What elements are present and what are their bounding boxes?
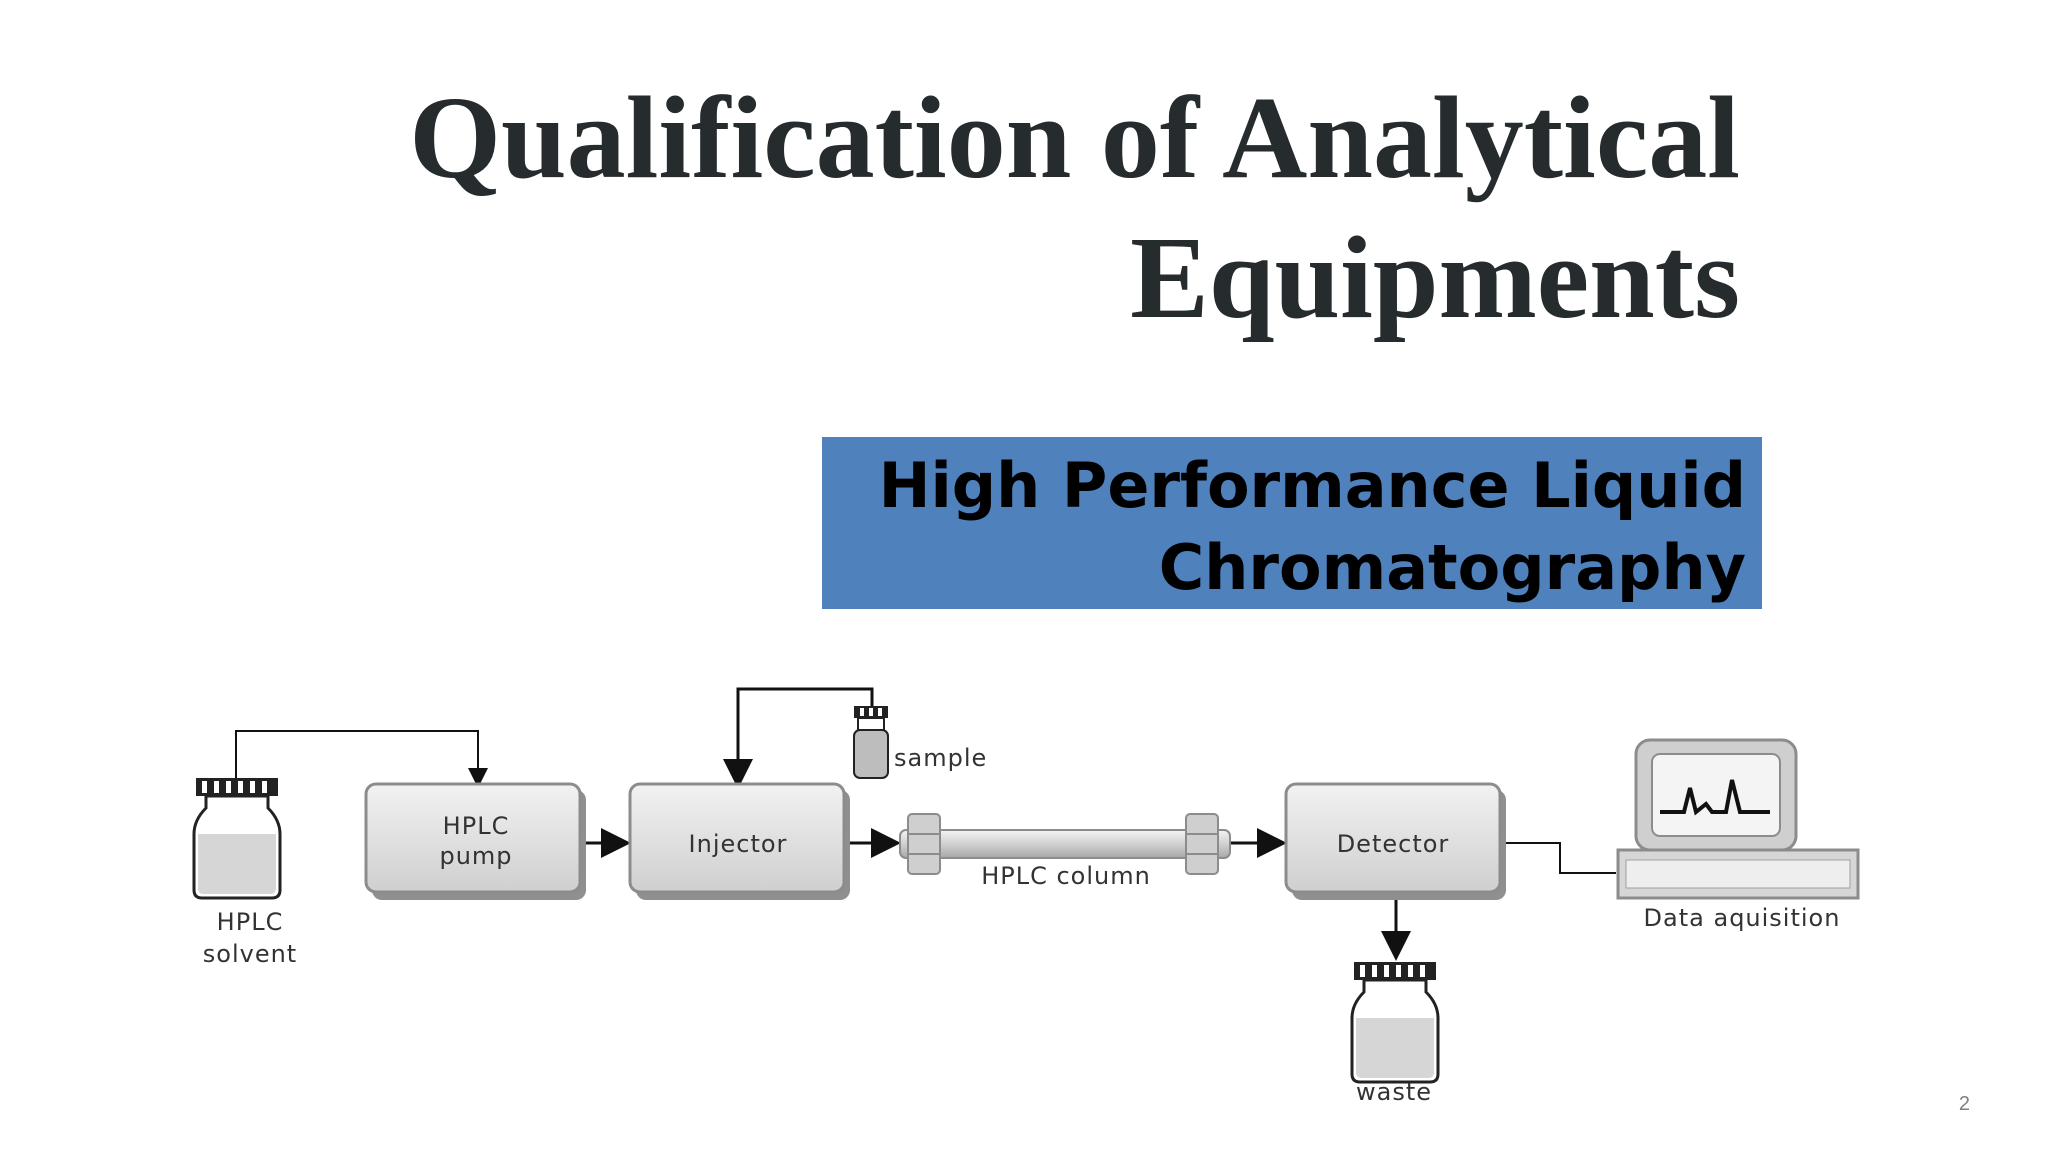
hplc-pump-box: HPLC pump <box>364 782 586 900</box>
data-acquisition-label: Data aquisition <box>1644 904 1841 932</box>
solvent-bottle-icon <box>192 778 282 900</box>
sample-label: sample <box>894 744 987 772</box>
banner-line-2: Chromatography <box>1158 531 1746 604</box>
title-line-1: Qualification of Analytical <box>409 72 1740 203</box>
detector-box: Detector <box>1284 782 1506 900</box>
banner-line-1: High Performance Liquid <box>878 449 1746 522</box>
pump-label-2: pump <box>439 842 512 870</box>
column-label: HPLC column <box>981 862 1151 890</box>
injector-box: Injector <box>628 782 850 900</box>
sample-to-injector-line <box>723 687 874 789</box>
slide-title: Qualification of Analytical Equipments <box>300 68 1740 348</box>
waste-label: waste <box>1356 1078 1432 1106</box>
pump-label-1: HPLC <box>443 812 510 840</box>
page-number: 2 <box>1958 1093 1970 1115</box>
injector-label: Injector <box>689 830 788 858</box>
detector-to-data-line <box>1500 842 1616 874</box>
subtitle-banner: High Performance Liquid Chromatography <box>822 437 1762 609</box>
hplc-column <box>899 813 1231 875</box>
title-line-2: Equipments <box>1130 212 1740 343</box>
solvent-label-2: solvent <box>203 940 297 968</box>
flow-lines <box>235 687 1616 961</box>
detector-label: Detector <box>1337 830 1450 858</box>
solvent-label-1: HPLC <box>217 908 284 936</box>
waste-bottle-icon <box>1350 962 1440 1084</box>
solvent-to-pump-line <box>235 730 488 788</box>
sample-vial-icon <box>853 706 889 779</box>
computer-monitor-icon <box>1616 738 1860 900</box>
